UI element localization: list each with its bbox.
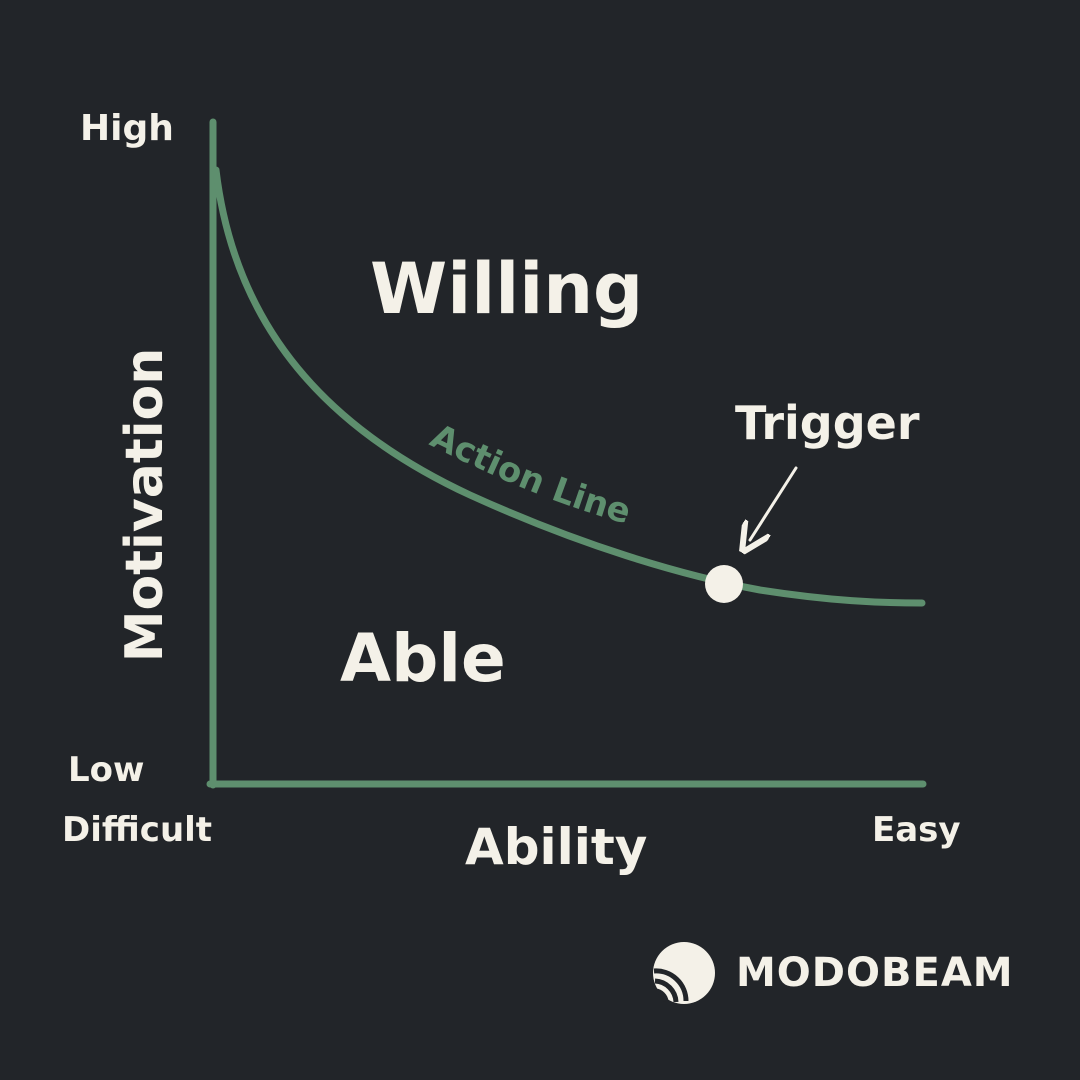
region-label-willing: Willing [370, 248, 644, 330]
brand-logo: MODOBEAM [652, 940, 1014, 1006]
x-axis-left-label: Difficult [62, 810, 213, 850]
trigger-label: Trigger [735, 396, 920, 450]
y-axis-title: Motivation [115, 347, 175, 663]
trigger-point [705, 565, 743, 603]
action-line-curve [212, 166, 926, 607]
y-axis-low-label: Low [68, 750, 145, 790]
y-axis-high-label: High [80, 108, 174, 149]
action-line-label-text: Action Line [424, 416, 635, 532]
action-line-label: Action Line [424, 416, 635, 532]
modobeam-logo-icon [653, 942, 715, 1004]
x-axis-right-label: Easy [872, 810, 961, 850]
brand-name: MODOBEAM [736, 950, 1014, 996]
region-label-able: Able [340, 620, 506, 697]
trigger-arrow [750, 466, 798, 540]
x-axis-title: Ability [465, 818, 648, 876]
